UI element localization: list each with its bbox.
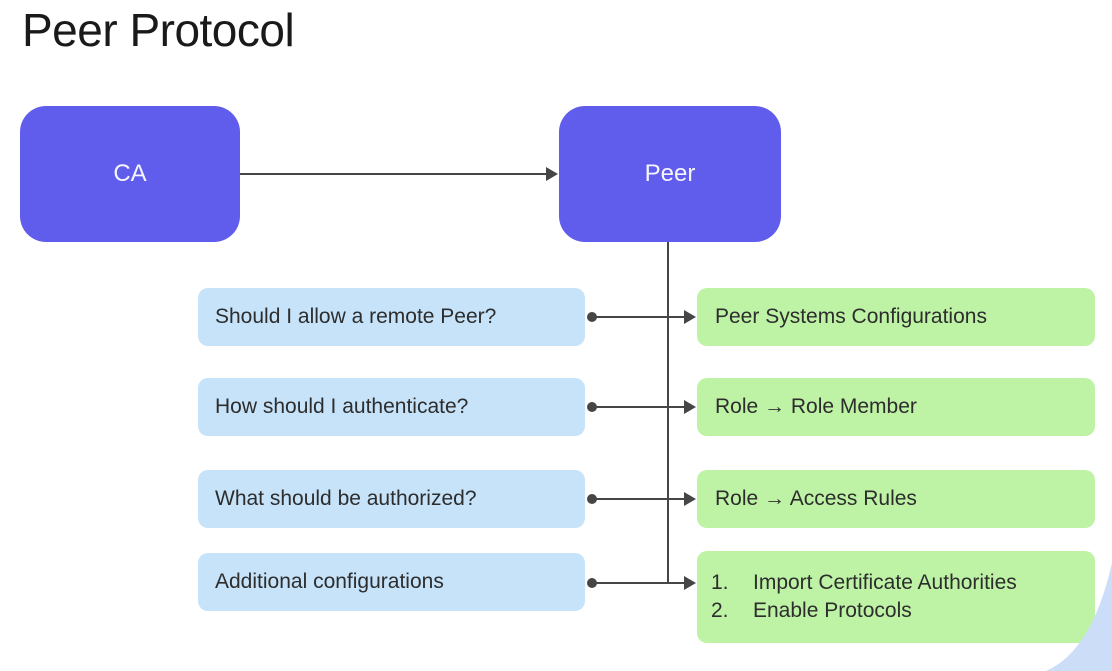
question-label: Additional configurations <box>215 570 444 593</box>
list-item-marker: 1. <box>711 571 729 594</box>
connector-row-1 <box>587 310 696 324</box>
question-box-additional: Additional configurations <box>198 553 585 611</box>
dot-icon <box>587 578 597 588</box>
list-item-text: Import Certificate Authorities <box>753 571 1017 594</box>
answer-box-role-member: Role → Role Member <box>697 378 1095 436</box>
dot-icon <box>587 494 597 504</box>
connector-row-3 <box>587 492 696 506</box>
dot-icon <box>587 312 597 322</box>
arrowhead-icon <box>546 167 558 181</box>
connector-row-2 <box>587 400 696 414</box>
question-label: How should I authenticate? <box>215 395 469 418</box>
arrowhead-icon <box>684 310 696 324</box>
list-item-text: Enable Protocols <box>753 599 912 622</box>
answer-label: Role → Access Rules <box>715 487 917 510</box>
arrowhead-icon <box>684 492 696 506</box>
page-title: Peer Protocol <box>22 4 295 56</box>
question-label: What should be authorized? <box>215 487 477 510</box>
node-peer: Peer <box>559 106 781 242</box>
node-peer-label: Peer <box>644 160 696 187</box>
list-item-marker: 2. <box>711 599 729 622</box>
connector-ca-peer <box>240 167 558 181</box>
list-item: 1. Import Certificate Authorities <box>711 569 1087 597</box>
connector-row-4 <box>587 576 696 590</box>
question-box-authorized: What should be authorized? <box>198 470 585 528</box>
arrowhead-icon <box>684 576 696 590</box>
list-item: 2. Enable Protocols <box>711 597 1087 625</box>
question-label: Should I allow a remote Peer? <box>215 305 497 328</box>
node-ca: CA <box>20 106 240 242</box>
answer-label: Role → Role Member <box>715 395 917 418</box>
answer-box-peer-systems: Peer Systems Configurations <box>697 288 1095 346</box>
dot-icon <box>587 402 597 412</box>
answer-box-access-rules: Role → Access Rules <box>697 470 1095 528</box>
arrowhead-icon <box>684 400 696 414</box>
question-box-authenticate: How should I authenticate? <box>198 378 585 436</box>
question-box-remote-peer: Should I allow a remote Peer? <box>198 288 585 346</box>
answer-box-additional-list: 1. Import Certificate Authorities 2. Ena… <box>697 551 1095 643</box>
node-ca-label: CA <box>113 160 147 187</box>
answer-label: Peer Systems Configurations <box>715 305 987 328</box>
